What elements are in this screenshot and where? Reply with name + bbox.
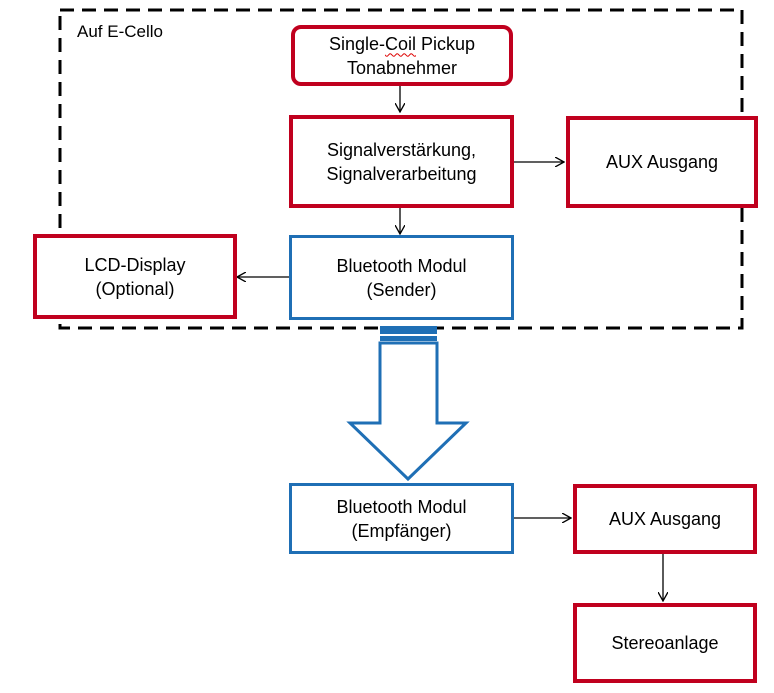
wireless-transmission-arrow: [346, 326, 470, 482]
pickup-line1: Single-Coil Pickup: [328, 33, 476, 54]
signal-line2: Signalverarbeitung: [326, 163, 477, 184]
signal-line1: Signalverstärkung,: [326, 139, 477, 160]
signal-processing-box: Signalverstärkung, Signalverarbeitung: [289, 115, 514, 208]
bt-sender-line2: (Sender): [366, 279, 437, 300]
bluetooth-receiver-box: Bluetooth Modul (Empfänger): [289, 483, 514, 554]
pickup-box: Single-Coil Pickup Tonabnehmer: [291, 25, 513, 86]
aux-bottom-label: AUX Ausgang: [608, 509, 722, 529]
aux-output-bottom-box: AUX Ausgang: [573, 484, 757, 554]
aux-top-label: AUX Ausgang: [605, 152, 719, 172]
lcd-line2: (Optional): [95, 278, 175, 299]
aux-output-top-box: AUX Ausgang: [566, 116, 758, 208]
group-label: Auf E-Cello: [77, 22, 163, 41]
stereo-system-box: Stereoanlage: [573, 603, 757, 683]
lcd-line1: LCD-Display: [84, 254, 186, 275]
pickup-line2: Tonabnehmer: [346, 57, 458, 78]
lcd-display-box: LCD-Display (Optional): [33, 234, 237, 319]
bt-receiver-line2: (Empfänger): [351, 520, 452, 541]
bluetooth-sender-box: Bluetooth Modul (Sender): [289, 235, 514, 320]
bt-receiver-line1: Bluetooth Modul: [336, 496, 467, 517]
bt-sender-line1: Bluetooth Modul: [336, 255, 467, 276]
stereo-label: Stereoanlage: [611, 633, 719, 653]
